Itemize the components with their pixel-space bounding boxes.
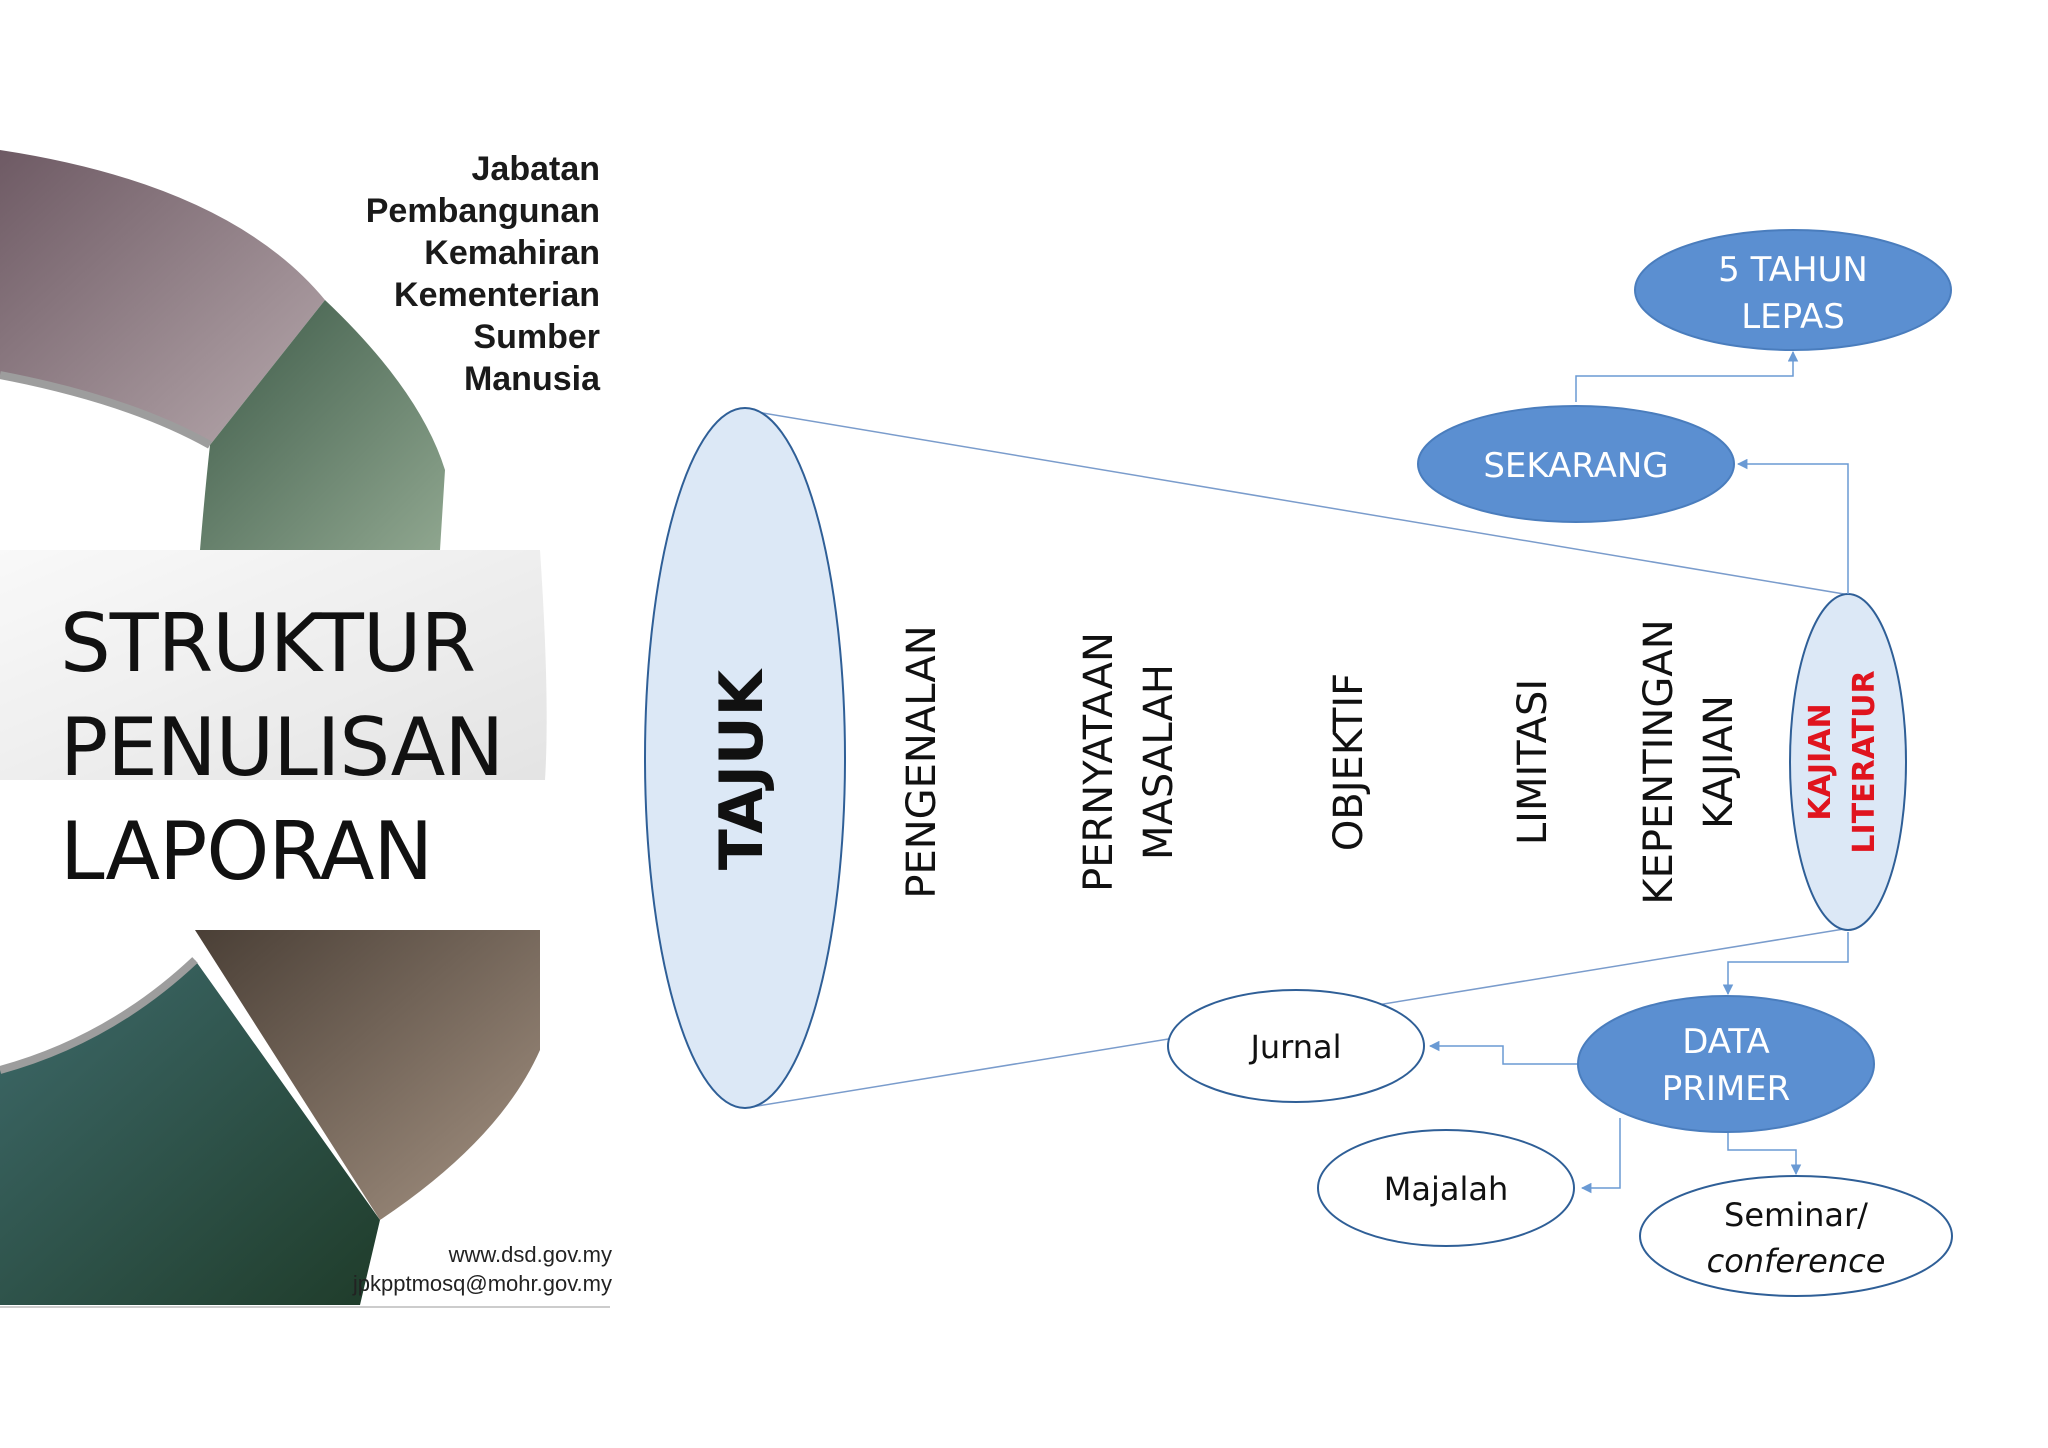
- majalah-node: [1317, 1129, 1575, 1247]
- org-line: Pembangunan: [365, 192, 600, 230]
- sekarang-node: [1417, 405, 1735, 523]
- section-limitasi: LIMITASI: [1510, 679, 1556, 845]
- contact-info: www.dsd.gov.my jpkpptmosq@mohr.gov.my: [300, 1240, 612, 1298]
- section-kepentingan: KEPENTINGAN: [1636, 619, 1682, 904]
- email-link[interactable]: jpkpptmosq@mohr.gov.my: [352, 1271, 612, 1296]
- section-pernyataan: PERNYATAAN: [1076, 632, 1122, 892]
- kajian-label: KAJIAN: [1803, 703, 1838, 820]
- photo-car-factory: [0, 150, 325, 445]
- org-line: Kemahiran: [424, 234, 600, 272]
- section-masalah: MASALAH: [1136, 664, 1182, 860]
- five-years-line1: 5 TAHUN: [1718, 250, 1868, 290]
- seminar-node: [1639, 1175, 1953, 1297]
- tajuk-label: TAJUK: [707, 667, 777, 870]
- section-pengenalan: PENGENALAN: [899, 625, 945, 898]
- photo-welding: [195, 930, 540, 1220]
- tajuk-ellipse: [644, 407, 846, 1109]
- seminar-line1: Seminar/: [1724, 1196, 1868, 1234]
- title-line: PENULISAN: [60, 701, 504, 794]
- section-objektif: OBJEKTIF: [1326, 673, 1372, 851]
- photo-electronics-lab: [200, 300, 445, 550]
- majalah-label: Majalah: [1384, 1170, 1509, 1208]
- page-title: STRUKTUR PENULISAN LAPORAN: [60, 592, 504, 904]
- five-years-node: [1634, 229, 1952, 351]
- section-kajian: KAJIAN: [1696, 695, 1742, 829]
- connector-sekarang-5tahun: [1575, 350, 1799, 402]
- jurnal-label: Jurnal: [1248, 1028, 1341, 1066]
- title-line: STRUKTUR: [60, 597, 476, 690]
- literatur-label: LITERATUR: [1847, 670, 1882, 853]
- org-line: Sumber: [473, 318, 600, 356]
- org-line: Kementerian: [394, 276, 600, 314]
- photo-plantation: [0, 960, 380, 1305]
- seminar-line2: conference: [1707, 1242, 1886, 1280]
- funnel-top-edge: [744, 409, 1851, 596]
- website-link[interactable]: www.dsd.gov.my: [448, 1242, 612, 1267]
- connector-data-jurnal: [1428, 1040, 1580, 1065]
- five-years-line2: LEPAS: [1741, 297, 1845, 337]
- org-line: Manusia: [463, 360, 600, 398]
- connector-literatur-data: [1722, 932, 1849, 996]
- connector-data-majalah: [1580, 1118, 1621, 1194]
- title-line: LAPORAN: [60, 805, 433, 898]
- org-line: Jabatan: [471, 150, 601, 188]
- data-primer-line1: DATA: [1682, 1022, 1770, 1062]
- connector-data-seminar: [1727, 1132, 1802, 1176]
- photo-collage: [0, 150, 550, 1305]
- sekarang-label: SEKARANG: [1483, 446, 1668, 486]
- connector-literatur-sekarang: [1736, 458, 1849, 594]
- divider: [0, 1306, 610, 1308]
- data-primer-node: [1577, 995, 1875, 1133]
- organization-name: Jabatan Pembangunan Kemahiran Kementeria…: [250, 148, 600, 400]
- jurnal-node: [1167, 989, 1425, 1103]
- data-primer-line2: PRIMER: [1662, 1069, 1791, 1109]
